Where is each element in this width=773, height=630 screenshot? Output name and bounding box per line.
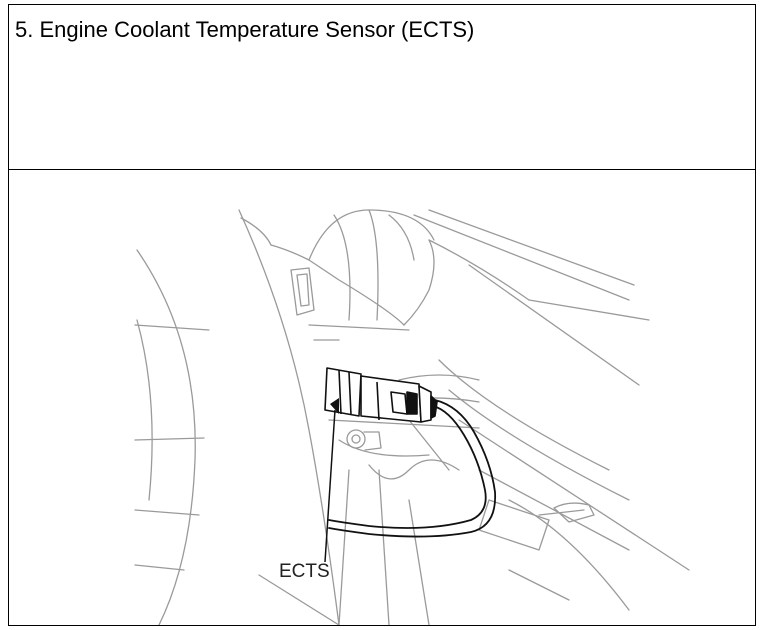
engine-background — [134, 209, 690, 625]
title-cell: 5. Engine Coolant Temperature Sensor (EC… — [9, 5, 755, 170]
ects-wire-harness — [328, 399, 496, 538]
section-title: 5. Engine Coolant Temperature Sensor (EC… — [15, 17, 475, 42]
callout-arrowhead — [330, 398, 339, 414]
procedure-table: 5. Engine Coolant Temperature Sensor (EC… — [8, 4, 756, 626]
ects-line-drawing: ECTS — [134, 209, 690, 625]
figure-cell: ECTS — [9, 170, 755, 625]
callout-leader-line — [324, 409, 336, 563]
ects-callout: ECTS — [279, 398, 339, 582]
ects-label: ECTS — [279, 561, 330, 582]
